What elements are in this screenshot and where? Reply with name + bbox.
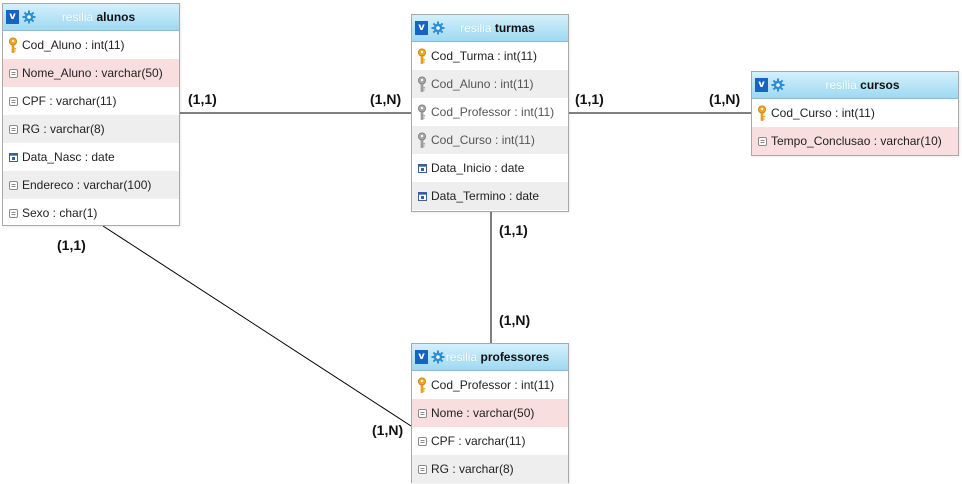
cardinality-label: (1,1): [188, 91, 217, 107]
field-row[interactable]: Nome_Aluno : varchar(50): [3, 59, 179, 87]
primary-key-icon: [416, 48, 428, 64]
field-row[interactable]: CPF : varchar(11): [412, 427, 568, 455]
table-title: resilia alunos: [61, 10, 136, 24]
cardinality-label: (1,1): [499, 222, 528, 238]
field-row[interactable]: Cod_Curso : int(11): [752, 99, 958, 127]
field-row[interactable]: Cod_Aluno : int(11): [3, 31, 179, 59]
field-row[interactable]: CPF : varchar(11): [3, 87, 179, 115]
field-label: Data_Nasc : date: [22, 150, 115, 164]
table-alunos[interactable]: v resilia alunos Cod_Aluno : int(11) Nome…: [2, 3, 180, 226]
toggle-icon[interactable]: v: [755, 78, 768, 92]
cardinality-label: (1,N): [499, 312, 531, 328]
toggle-icon[interactable]: v: [415, 21, 428, 35]
field-row[interactable]: Sexo : char(1): [3, 199, 179, 227]
foreign-key-icon: [416, 132, 428, 148]
gear-icon[interactable]: [22, 10, 36, 24]
field-row[interactable]: RG : varchar(8): [412, 455, 568, 483]
column-icon: [7, 93, 19, 109]
column-icon: [416, 433, 428, 449]
toggle-icon[interactable]: v: [415, 350, 428, 364]
field-label: Cod_Curso : int(11): [771, 106, 875, 120]
date-column-icon: [416, 160, 428, 176]
table-title: resilia professores: [445, 350, 550, 364]
table-header[interactable]: v resilia alunos: [3, 4, 179, 31]
table-title: resilia cursos: [825, 78, 900, 92]
toggle-icon[interactable]: v: [6, 10, 19, 24]
field-row[interactable]: Cod_Turma : int(11): [412, 42, 568, 70]
gear-icon[interactable]: [771, 78, 785, 92]
field-row[interactable]: Endereco : varchar(100): [3, 171, 179, 199]
column-icon: [416, 405, 428, 421]
field-row[interactable]: Tempo_Conclusao : varchar(10): [752, 127, 958, 155]
column-icon: [416, 461, 428, 477]
table-title: resilia turmas: [460, 21, 535, 35]
table-header[interactable]: v resilia professores: [412, 344, 568, 371]
field-label: RG : varchar(8): [22, 122, 105, 136]
field-label: Cod_Aluno : int(11): [22, 38, 125, 52]
field-label: Nome_Aluno : varchar(50): [22, 66, 163, 80]
column-icon: [7, 177, 19, 193]
field-label: Nome : varchar(50): [431, 406, 535, 420]
gear-icon[interactable]: [431, 350, 445, 364]
table-header[interactable]: v resilia cursos: [752, 72, 958, 99]
field-row[interactable]: Cod_Professor : int(11): [412, 98, 568, 126]
field-row[interactable]: Nome : varchar(50): [412, 399, 568, 427]
table-professores[interactable]: v resilia professores Cod_Professor : in…: [411, 343, 569, 483]
cardinality-label: (1,N): [370, 91, 402, 107]
table-header[interactable]: v resilia turmas: [412, 15, 568, 42]
date-column-icon: [416, 188, 428, 204]
field-row[interactable]: Cod_Curso : int(11): [412, 126, 568, 154]
field-row[interactable]: RG : varchar(8): [3, 115, 179, 143]
field-label: Cod_Professor : int(11): [431, 378, 555, 392]
field-label: Cod_Professor : int(11): [431, 105, 555, 119]
field-label: Tempo_Conclusao : varchar(10): [771, 134, 942, 148]
field-label: Cod_Turma : int(11): [431, 49, 538, 63]
primary-key-icon: [416, 377, 428, 393]
gear-icon[interactable]: [431, 21, 445, 35]
field-row[interactable]: Data_Nasc : date: [3, 143, 179, 171]
field-label: Sexo : char(1): [22, 206, 98, 220]
cardinality-label: (1,N): [372, 422, 404, 438]
field-label: CPF : varchar(11): [431, 434, 526, 448]
foreign-key-icon: [416, 104, 428, 120]
column-icon: [756, 133, 768, 149]
field-label: Data_Inicio : date: [431, 161, 525, 175]
primary-key-icon: [7, 37, 19, 53]
field-label: Data_Termino : date: [431, 189, 540, 203]
field-row[interactable]: Data_Inicio : date: [412, 154, 568, 182]
date-column-icon: [7, 149, 19, 165]
column-icon: [7, 65, 19, 81]
field-row[interactable]: Cod_Professor : int(11): [412, 371, 568, 399]
column-icon: [7, 121, 19, 137]
cardinality-label: (1,1): [57, 237, 86, 253]
field-row[interactable]: Cod_Aluno : int(11): [412, 70, 568, 98]
foreign-key-icon: [416, 76, 428, 92]
field-label: Cod_Aluno : int(11): [431, 77, 534, 91]
cardinality-label: (1,1): [575, 91, 604, 107]
field-label: Endereco : varchar(100): [22, 178, 152, 192]
field-row[interactable]: Data_Termino : date: [412, 182, 568, 210]
field-label: CPF : varchar(11): [22, 94, 117, 108]
primary-key-icon: [756, 105, 768, 121]
column-icon: [7, 205, 19, 221]
table-turmas[interactable]: v resilia turmas Cod_Turma : int(11) Cod_…: [411, 14, 569, 212]
field-label: Cod_Curso : int(11): [431, 133, 535, 147]
table-cursos[interactable]: v resilia cursos Cod_Curso : int(11) Temp…: [751, 71, 959, 156]
field-label: RG : varchar(8): [431, 462, 514, 476]
relation-line-alunos-professores: [102, 225, 412, 427]
cardinality-label: (1,N): [709, 91, 741, 107]
